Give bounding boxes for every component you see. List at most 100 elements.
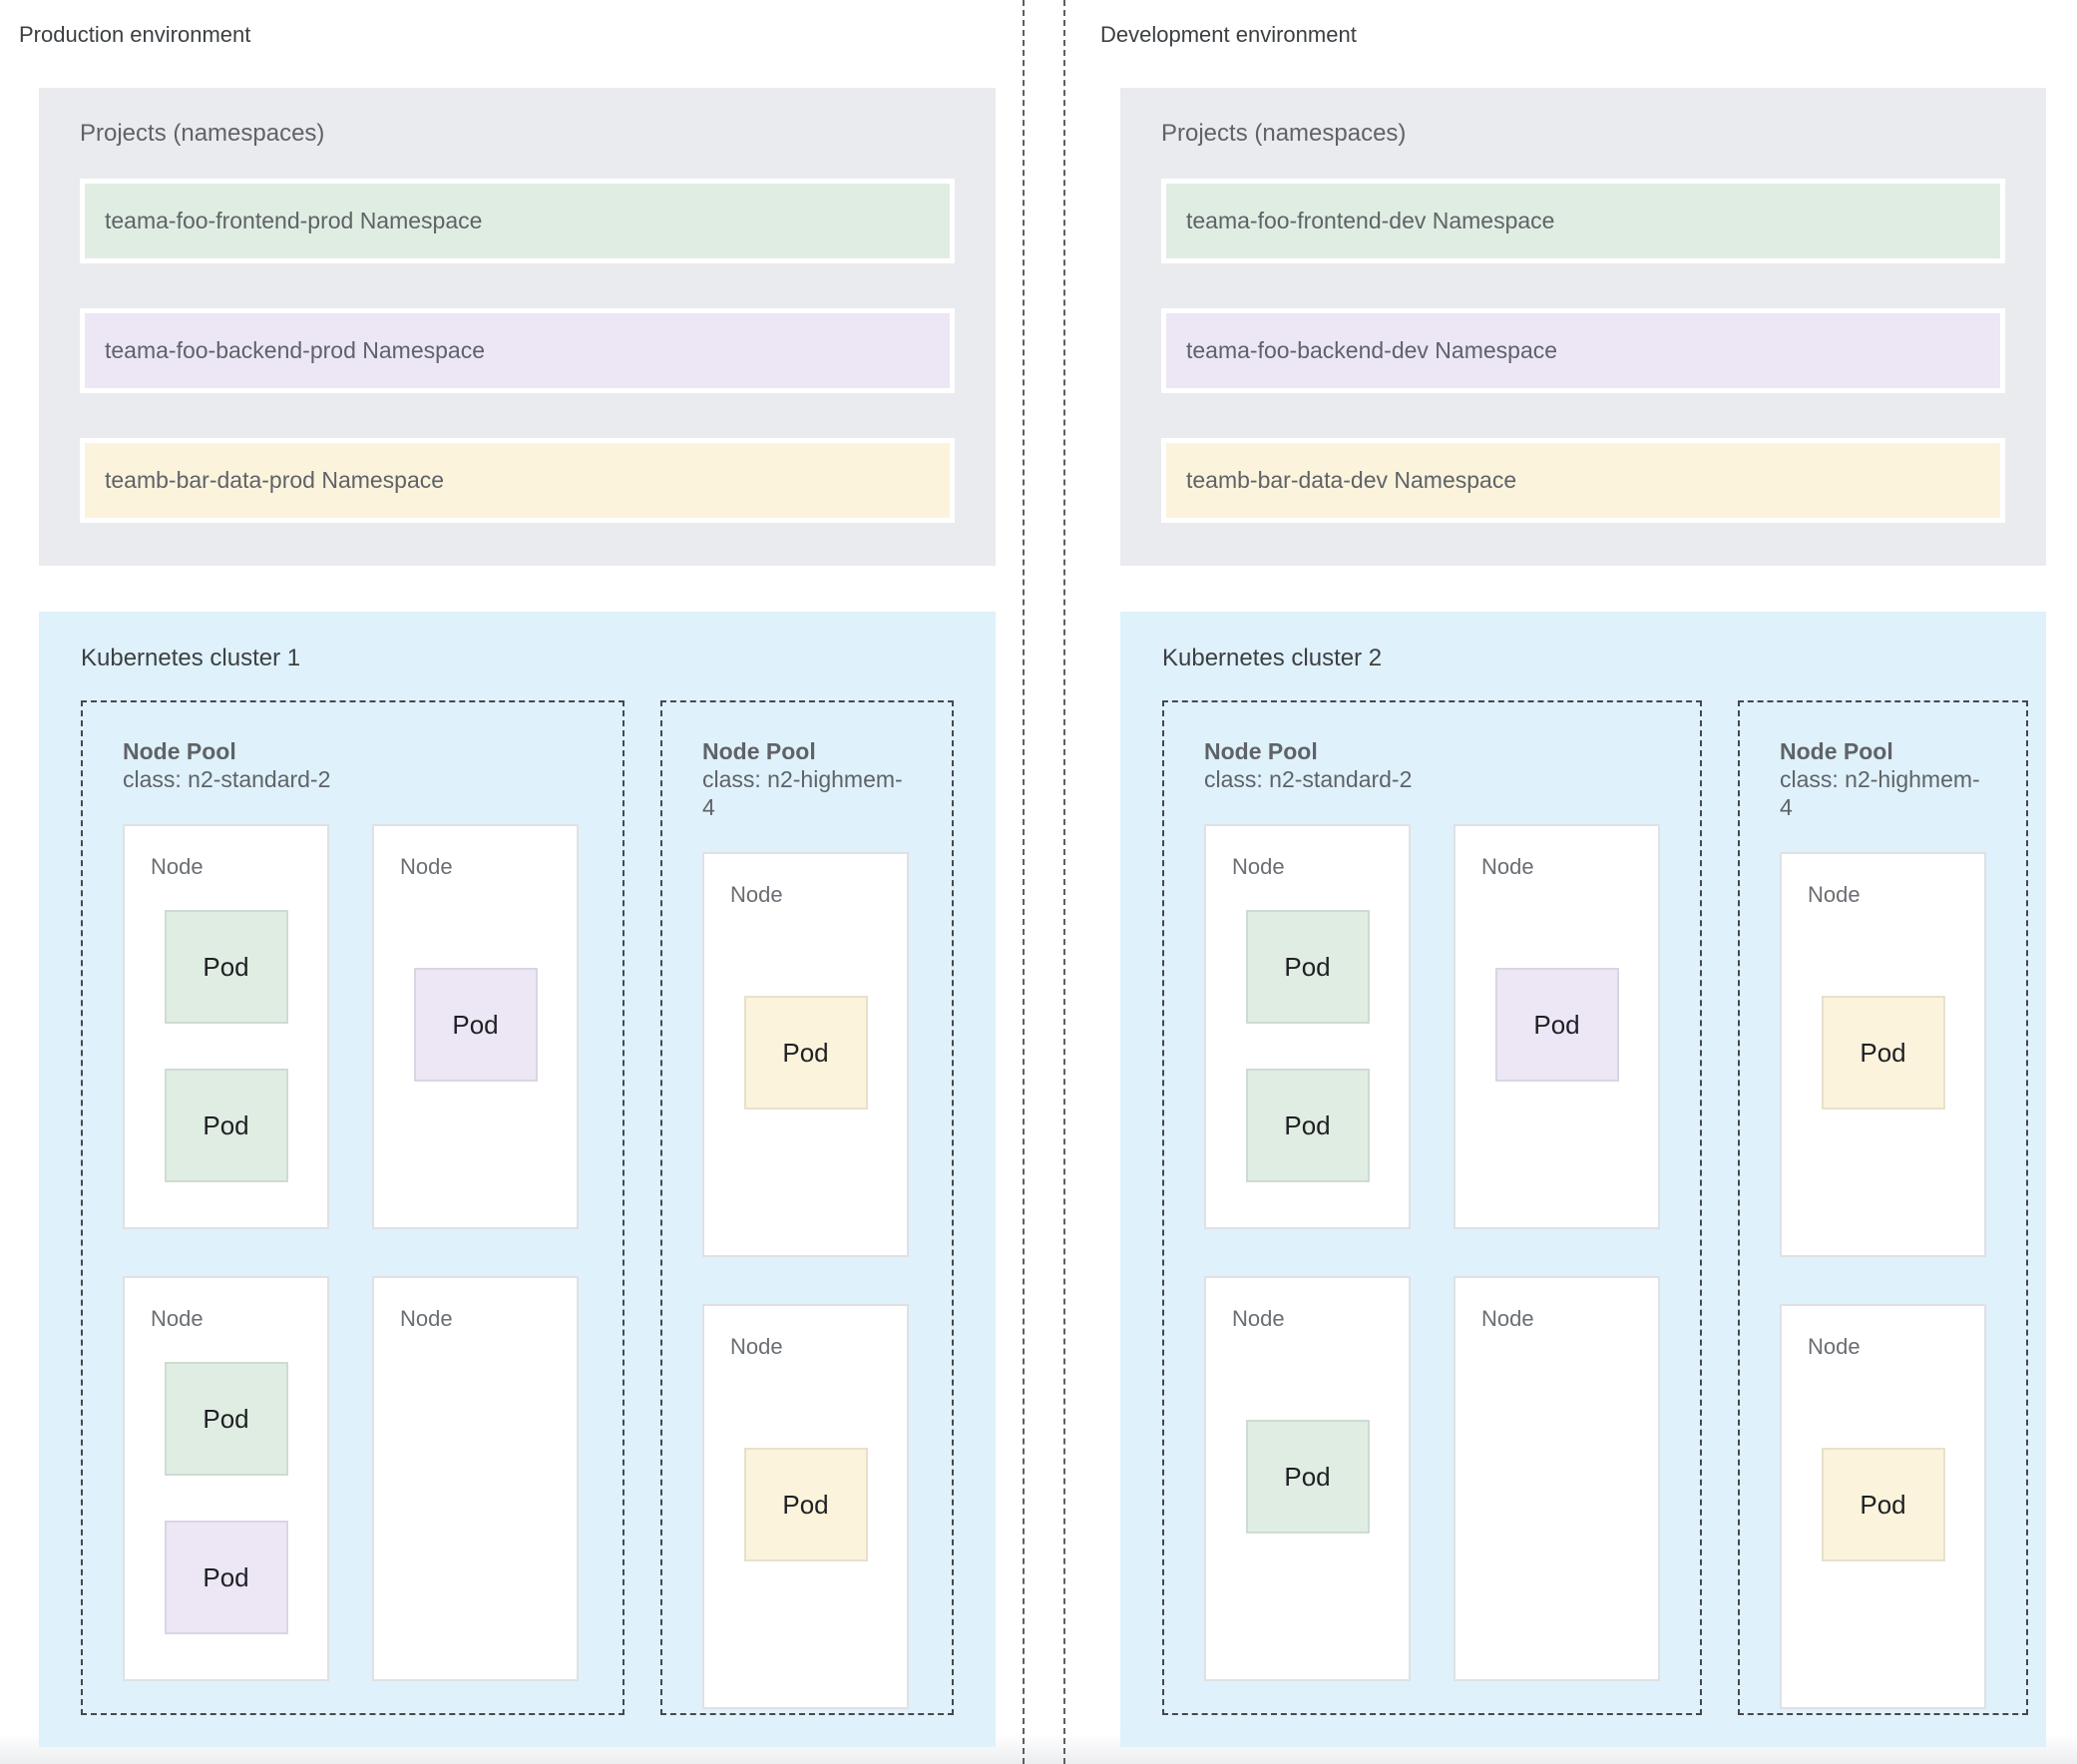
- pods-area: Pod: [374, 826, 577, 1227]
- namespace-row-data-prod: teamb-bar-data-prod Namespace: [80, 438, 955, 523]
- node: Pod Node: [1780, 852, 1986, 1257]
- node-pool-class: class: n2-highmem-4: [1780, 766, 1980, 820]
- node: Pod Node: [1204, 1276, 1411, 1681]
- kubernetes-cluster-1-box: Kubernetes cluster 1 Node Pool class: n2…: [39, 612, 996, 1747]
- environment-title: Production environment: [19, 22, 251, 47]
- pod: Pod: [164, 1069, 288, 1182]
- namespace-label: teama-foo-frontend-dev Namespace: [1186, 208, 1555, 233]
- pod-label: Pod: [203, 1403, 249, 1434]
- pod-label: Pod: [1284, 951, 1331, 982]
- pod-label: Pod: [782, 1037, 829, 1068]
- pods-area: Pod: [1782, 1306, 1984, 1707]
- node-title: Node: [1481, 854, 1534, 879]
- projects-namespaces-box: Projects (namespaces) teama-foo-frontend…: [39, 88, 996, 566]
- pod: Pod: [1821, 1448, 1945, 1561]
- node-empty: Node: [1454, 1276, 1660, 1681]
- node-title: Node: [151, 1306, 204, 1331]
- node-pool-standard: Node Pool class: n2-standard-2 Pod Pod N…: [81, 700, 624, 1715]
- node: Pod Pod Node: [123, 1276, 329, 1681]
- node-pool-header: Node Pool class: n2-standard-2: [1204, 737, 1660, 793]
- pods-area: Pod: [1206, 1278, 1409, 1679]
- node-pool-title: Node Pool: [1780, 738, 1893, 764]
- node: Pod Pod Node: [123, 824, 329, 1229]
- node-empty: Node: [372, 1276, 579, 1681]
- namespace-label: teama-foo-backend-prod Namespace: [105, 337, 485, 363]
- pod: Pod: [1821, 996, 1945, 1109]
- node-title: Node: [730, 882, 783, 907]
- namespace-row-data-dev: teamb-bar-data-dev Namespace: [1161, 438, 2005, 523]
- pod: Pod: [743, 1448, 868, 1561]
- node-pool-standard: Node Pool class: n2-standard-2 Pod Pod N…: [1162, 700, 1702, 1715]
- pods-area: Pod Pod: [125, 826, 327, 1227]
- pods-area: Pod: [704, 1306, 907, 1707]
- node: Pod Node: [372, 824, 579, 1229]
- node-pools-row: Node Pool class: n2-standard-2 Pod Pod N…: [1162, 700, 2028, 1715]
- namespace-label: teamb-bar-data-prod Namespace: [105, 467, 445, 493]
- node-title: Node: [400, 1306, 453, 1331]
- production-environment-section: Production environment Projects (namespa…: [0, 0, 1023, 1764]
- namespace-label: teama-foo-backend-dev Namespace: [1186, 337, 1558, 363]
- pod-label: Pod: [1284, 1461, 1331, 1492]
- kubernetes-cluster-2-box: Kubernetes cluster 2 Node Pool class: n2…: [1120, 612, 2046, 1747]
- namespace-row-backend-prod: teama-foo-backend-prod Namespace: [80, 308, 955, 393]
- development-environment-section: Development environment Projects (namesp…: [1065, 0, 2077, 1764]
- node-pools-row: Node Pool class: n2-standard-2 Pod Pod N…: [81, 700, 954, 1715]
- projects-box-title: Projects (namespaces): [80, 120, 325, 147]
- projects-namespaces-box: Projects (namespaces) teama-foo-frontend…: [1120, 88, 2046, 566]
- node-pool-highmem: Node Pool class: n2-highmem-4 Pod Node: [660, 700, 954, 1715]
- node: Pod Pod Node: [1204, 824, 1411, 1229]
- node-title: Node: [1481, 1306, 1534, 1331]
- pods-area: Pod Pod: [125, 1278, 327, 1679]
- node-pool-title: Node Pool: [123, 738, 236, 764]
- pod-label: Pod: [1860, 1037, 1906, 1068]
- pod: Pod: [1494, 968, 1619, 1082]
- node: Pod Node: [702, 1304, 909, 1709]
- pod: Pod: [413, 968, 538, 1082]
- node-title: Node: [151, 854, 204, 879]
- node-title: Node: [1232, 1306, 1285, 1331]
- nodes-grid: Pod Node Pod Node: [702, 852, 912, 1709]
- node: Pod Node: [1780, 1304, 1986, 1709]
- node-pool-title: Node Pool: [1204, 738, 1318, 764]
- node-pool-title: Node Pool: [702, 738, 816, 764]
- node-title: Node: [1808, 882, 1861, 907]
- node-title: Node: [1808, 1334, 1861, 1359]
- nodes-grid: Pod Pod Node Pod Node: [123, 824, 583, 1681]
- nodes-grid: Pod Node Pod Node: [1780, 852, 1986, 1709]
- namespace-label: teama-foo-frontend-prod Namespace: [105, 208, 483, 233]
- pod: Pod: [164, 1521, 288, 1634]
- pod-label: Pod: [452, 1009, 499, 1040]
- node-title: Node: [1232, 854, 1285, 879]
- node-pool-class: class: n2-standard-2: [1204, 766, 1413, 792]
- nodes-grid: Pod Pod Node Pod Node: [1204, 824, 1660, 1681]
- node-pool-class: class: n2-standard-2: [123, 766, 331, 792]
- node-pool-highmem: Node Pool class: n2-highmem-4 Pod Node: [1738, 700, 2028, 1715]
- pod: Pod: [1245, 1420, 1370, 1534]
- pod: Pod: [164, 1362, 288, 1476]
- pod: Pod: [164, 910, 288, 1024]
- namespace-row-frontend-dev: teama-foo-frontend-dev Namespace: [1161, 179, 2005, 263]
- cluster-title: Kubernetes cluster 2: [1162, 645, 1383, 671]
- pod: Pod: [1245, 1069, 1370, 1182]
- node-pool-header: Node Pool class: n2-highmem-4: [1780, 737, 1986, 821]
- node-pool-class: class: n2-highmem-4: [702, 766, 903, 820]
- namespace-label: teamb-bar-data-dev Namespace: [1186, 467, 1517, 493]
- namespace-row-frontend-prod: teama-foo-frontend-prod Namespace: [80, 179, 955, 263]
- pod-label: Pod: [203, 951, 249, 982]
- pod: Pod: [1245, 910, 1370, 1024]
- pod-label: Pod: [1533, 1009, 1580, 1040]
- pods-area: Pod: [1782, 854, 1984, 1255]
- environment-title: Development environment: [1100, 22, 1357, 47]
- cluster-title: Kubernetes cluster 1: [81, 645, 301, 671]
- node-title: Node: [400, 854, 453, 879]
- node-pool-header: Node Pool class: n2-highmem-4: [702, 737, 912, 821]
- pods-area: Pod: [704, 854, 907, 1255]
- pod-label: Pod: [782, 1489, 829, 1520]
- pods-area: Pod Pod: [1206, 826, 1409, 1227]
- pod-label: Pod: [1284, 1109, 1331, 1140]
- node-title: Node: [730, 1334, 783, 1359]
- node-pool-header: Node Pool class: n2-standard-2: [123, 737, 583, 793]
- projects-box-title: Projects (namespaces): [1161, 120, 1407, 147]
- pod-label: Pod: [203, 1109, 249, 1140]
